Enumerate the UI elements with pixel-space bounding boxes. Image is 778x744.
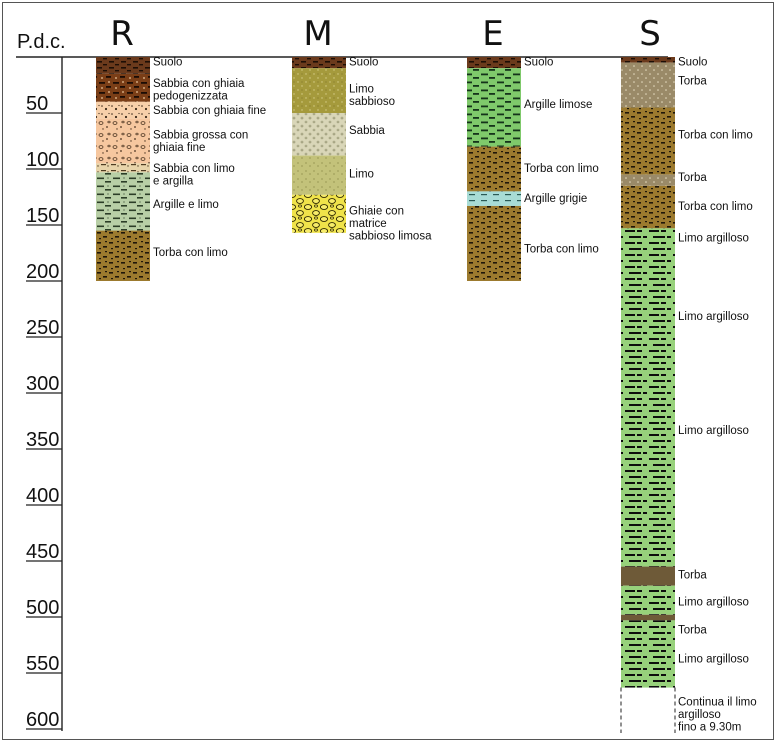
- layer-label: Torba: [678, 76, 707, 88]
- layer-peat-silt: [96, 230, 150, 281]
- column-title: E: [482, 14, 503, 54]
- layer-label: Torba: [678, 570, 707, 582]
- layer-label: Torba: [678, 172, 707, 184]
- layer-soil: [292, 57, 346, 69]
- column-title: M: [303, 14, 332, 54]
- axis-tick-label: 500: [26, 597, 59, 619]
- layer-label: Torba con limo: [678, 129, 753, 141]
- layer-peat-band: [621, 614, 675, 621]
- axis-tick-label: 150: [26, 205, 59, 227]
- layer-peat: [621, 62, 675, 108]
- layer-label: matrice: [349, 218, 387, 230]
- depth-label: P.d.c.: [17, 31, 66, 53]
- layer-label: Ghiaie con: [349, 206, 404, 218]
- layer-clayey-silt: [621, 585, 675, 615]
- layer-coarse-sand-gravel: [96, 118, 150, 164]
- layer-peat-silt: [467, 205, 521, 281]
- layer-grey-clay: [467, 191, 521, 206]
- layer-sand: [292, 113, 346, 156]
- layer-peat-silt: [467, 146, 521, 192]
- layer-label: Suolo: [524, 57, 553, 69]
- layer-label: e argilla: [153, 176, 194, 188]
- axis-tick-label: 350: [26, 429, 59, 451]
- axis-tick-label: 450: [26, 541, 59, 563]
- layer-sandy-silt: [292, 68, 346, 113]
- continuation-note: fino a 9.30m: [678, 722, 741, 734]
- layer-label: Limo argilloso: [678, 425, 749, 437]
- layer-label: Torba con limo: [153, 247, 228, 259]
- layer-label: Sabbia con ghiaia fine: [153, 105, 266, 117]
- layer-label: Limo: [349, 83, 374, 95]
- layer-label: Sabbia con ghiaia: [153, 78, 245, 90]
- continuation-note: Continua il limo: [678, 697, 757, 709]
- layer-peat: [621, 174, 675, 186]
- layer-soil: [96, 57, 150, 74]
- layer-label: Suolo: [153, 57, 182, 69]
- layer-silty-clay-green: [467, 68, 521, 147]
- layer-label: Limo: [349, 169, 374, 181]
- layer-soil: [621, 57, 675, 63]
- depth-axis: 50 100 150 200 250 300 350 400 450 500 550 600: [16, 56, 668, 731]
- layer-gravel: [292, 194, 346, 233]
- layer-label: Argille e limo: [153, 199, 219, 211]
- layer-label: ghiaia fine: [153, 142, 205, 154]
- layer-label: Limo argilloso: [678, 311, 749, 323]
- layer-label: Limo argilloso: [678, 596, 749, 608]
- layer-label: pedogenizzata: [153, 90, 228, 102]
- layer-sand-silt-clay: [96, 163, 150, 173]
- layer-silt: [292, 155, 346, 195]
- layer-label: Sabbia con limo: [153, 163, 235, 175]
- layer-clay-silt: [96, 172, 150, 231]
- axis-tick-label: 100: [26, 149, 59, 171]
- layer-label: Sabbia: [349, 125, 385, 137]
- layer-sand-fine-gravel: [96, 101, 150, 119]
- layer-clayey-silt: [621, 228, 675, 567]
- layer-label: Argille grigie: [524, 193, 587, 205]
- axis-tick-label: 600: [26, 709, 59, 731]
- axis-tick-label: 50: [26, 93, 48, 115]
- layer-label: Torba con limo: [524, 244, 599, 256]
- layer-clayey-silt: [621, 620, 675, 688]
- layer-label: Suolo: [349, 57, 378, 69]
- axis-tick-label: 400: [26, 485, 59, 507]
- layer-label: Sabbia grossa con: [153, 129, 248, 141]
- layer-brown-gravel: [96, 73, 150, 102]
- layer-label: Torba: [678, 624, 707, 636]
- layer-label: sabbioso limosa: [349, 231, 432, 243]
- layer-label: sabbioso: [349, 96, 395, 108]
- axis-tick-label: 200: [26, 261, 59, 283]
- layer-label: Torba con limo: [678, 201, 753, 213]
- column-title: R: [110, 14, 134, 54]
- layer-peat-silt: [621, 107, 675, 175]
- layer-soil: [467, 57, 521, 69]
- layer-label: Torba con limo: [524, 163, 599, 175]
- continuation-note: argilloso: [678, 709, 721, 721]
- layer-label: Suolo: [678, 57, 707, 69]
- column-title: S: [639, 14, 661, 54]
- layer-label: Argille limose: [524, 99, 592, 111]
- axis-tick-label: 300: [26, 373, 59, 395]
- axis-tick-label: 550: [26, 653, 59, 675]
- layer-peat-silt: [621, 185, 675, 229]
- layer-label: Limo argilloso: [678, 232, 749, 244]
- axis-tick-label: 250: [26, 317, 59, 339]
- layer-peat-band: [621, 566, 675, 586]
- layer-label: Limo argilloso: [678, 654, 749, 666]
